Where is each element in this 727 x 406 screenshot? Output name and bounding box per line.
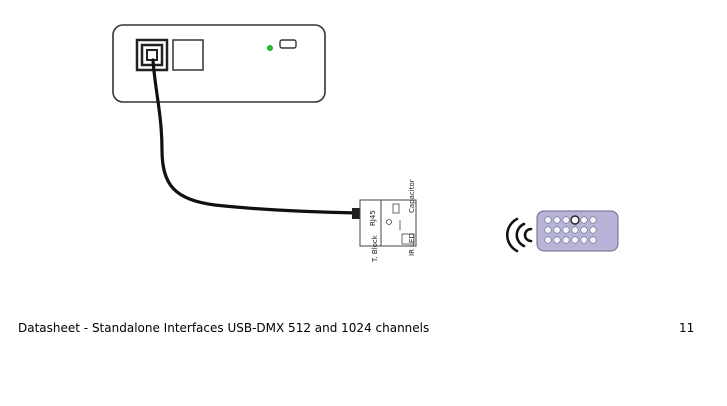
remote-control-icon — [536, 210, 619, 252]
device-button — [279, 39, 297, 49]
page-number: 11 — [679, 321, 695, 335]
footer-title: Datasheet - Standalone Interfaces USB-DM… — [18, 321, 430, 335]
secondary-port — [172, 39, 204, 71]
capacitor-label: Capacitor — [408, 179, 416, 213]
ir-receiver-module: RJ45 Capacitor T. Block IR LED — [352, 179, 417, 263]
interface-device — [112, 24, 326, 103]
rj45-label: RJ45 — [369, 210, 377, 226]
ir-led-label: IR LED — [408, 233, 416, 256]
ir-signal-icon — [505, 217, 533, 253]
status-led-icon — [267, 45, 273, 51]
t-block-label: T. Block — [371, 234, 379, 263]
cable — [151, 58, 360, 215]
